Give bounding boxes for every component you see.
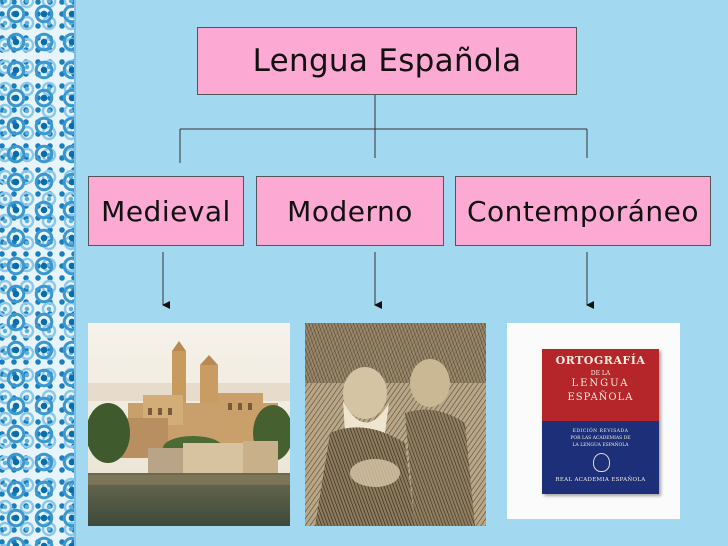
book-title-line3: LENGUA (571, 378, 630, 389)
image-medieval-city (88, 323, 290, 526)
category-node-contemporaneo: Contemporáneo (455, 176, 711, 246)
book-title-line1: ORTOGRAFÍA (555, 354, 646, 367)
book-cover-red-band: ORTOGRAFÍA DE LA LENGUA ESPAÑOLA (542, 349, 659, 421)
engraving-illustration (305, 323, 486, 526)
image-ortografia-book: ORTOGRAFÍA DE LA LENGUA ESPAÑOLA EDICIÓN… (507, 323, 680, 519)
book-subtitle-line1: EDICIÓN REVISADA (572, 429, 629, 434)
image-engraving (305, 323, 486, 526)
medieval-city-illustration (88, 323, 290, 526)
category-label-contemporaneo: Contemporáneo (466, 194, 700, 228)
side-pattern-decoration (0, 0, 76, 546)
book-publisher: REAL ACADEMIA ESPAÑOLA (555, 477, 646, 483)
book-subtitle-line3: LA LENGUA ESPAÑOLA (572, 443, 629, 448)
book-title-line2: DE LA (590, 370, 611, 377)
category-label-moderno: Moderno (287, 194, 413, 228)
root-node-label: Lengua Española (252, 43, 522, 79)
category-label-medieval: Medieval (101, 194, 231, 228)
root-node-lengua-espanola: Lengua Española (197, 27, 577, 95)
category-node-moderno: Moderno (256, 176, 444, 246)
book-subtitle-line2: POR LAS ACADEMIAS DE (570, 436, 631, 441)
academy-seal-icon (593, 453, 610, 472)
book-title-line4: ESPAÑOLA (567, 392, 634, 403)
category-node-medieval: Medieval (88, 176, 244, 246)
book-cover: ORTOGRAFÍA DE LA LENGUA ESPAÑOLA EDICIÓN… (542, 349, 659, 494)
